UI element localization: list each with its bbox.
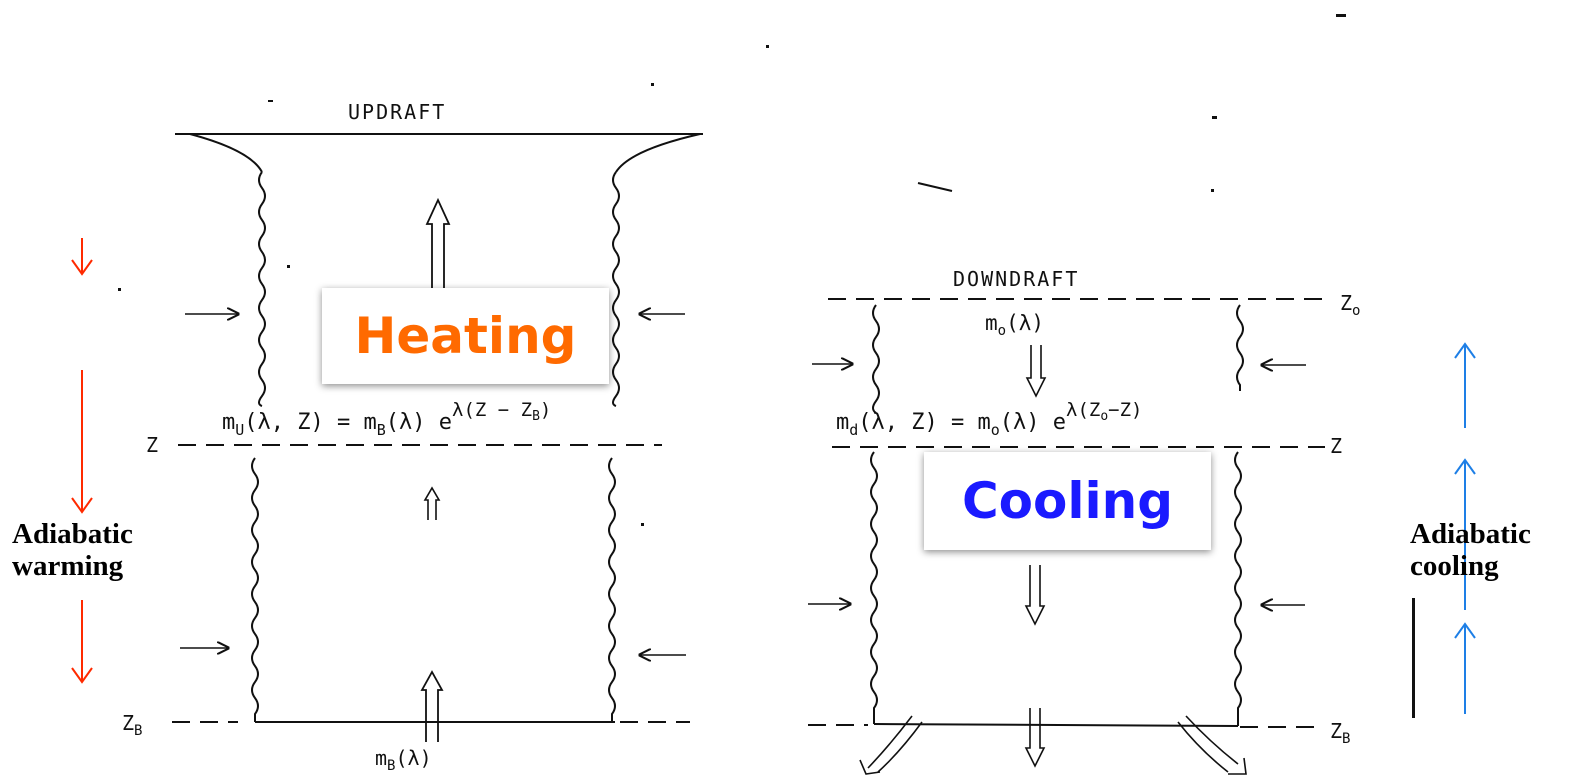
updraft-title: UPDRAFT	[348, 100, 446, 124]
updraft-zb-label: ZB	[122, 711, 142, 739]
downdraft-top-mass-label: mo(λ)	[985, 311, 1044, 339]
downdraft-z-label: Z	[1330, 434, 1342, 458]
adiabatic-warming-line2: warming	[12, 550, 133, 582]
updraft-mass-arrow-middle	[425, 488, 439, 520]
downdraft-equation: md(λ, Z) = mo(λ) eλ(Zo−Z)	[836, 399, 1142, 439]
adiabatic-cooling-line1: Adiabatic	[1410, 518, 1531, 550]
downdraft-right-wall-upper	[1237, 305, 1243, 391]
downdraft-left-wall-lower	[871, 452, 877, 724]
updraft-left-wall-upper	[259, 172, 265, 406]
downdraft-title: DOWNDRAFT	[953, 267, 1079, 291]
updraft-left-wall-lower	[252, 458, 258, 722]
updraft-mass-arrow-bottom	[422, 672, 442, 742]
downdraft-outflow-arrow-right	[1178, 716, 1246, 774]
updraft-right-flare	[616, 134, 700, 172]
downdraft-mass-arrow-bottom	[1026, 708, 1044, 766]
adiabatic-cooling-line2: cooling	[1410, 550, 1531, 582]
updraft-right-wall-lower	[609, 458, 615, 722]
updraft-left-flare	[190, 134, 262, 172]
updraft-z-label: Z	[146, 433, 158, 457]
adiabatic-cooling-label: Adiabatic cooling	[1410, 518, 1531, 582]
downdraft-left-wall-upper	[873, 305, 879, 413]
downdraft-right-wall-lower	[1235, 452, 1241, 726]
cooling-label-box: Cooling	[924, 452, 1211, 550]
updraft-equation: mU(λ, Z) = mB(λ) eλ(Z − ZB)	[222, 399, 551, 439]
heating-label: Heating	[355, 307, 577, 365]
downdraft-mass-arrow-middle	[1026, 565, 1044, 624]
scan-specks	[118, 14, 1415, 718]
adiabatic-warming-label: Adiabatic warming	[12, 518, 133, 582]
updraft-base-mass-label: mB(λ)	[375, 746, 432, 774]
updraft-diagram	[172, 134, 703, 742]
adiabatic-warming-line1: Adiabatic	[12, 518, 133, 550]
cooling-label: Cooling	[962, 472, 1173, 530]
updraft-mass-arrow-top	[427, 200, 449, 288]
updraft-right-wall-upper	[613, 172, 619, 406]
warming-arrows	[72, 238, 92, 682]
downdraft-zb-label: ZB	[1330, 719, 1350, 747]
downdraft-zo-label: Zo	[1340, 291, 1360, 319]
heating-label-box: Heating	[322, 288, 609, 384]
downdraft-bottom-line	[874, 724, 1238, 726]
downdraft-mass-arrow-top	[1027, 345, 1045, 396]
